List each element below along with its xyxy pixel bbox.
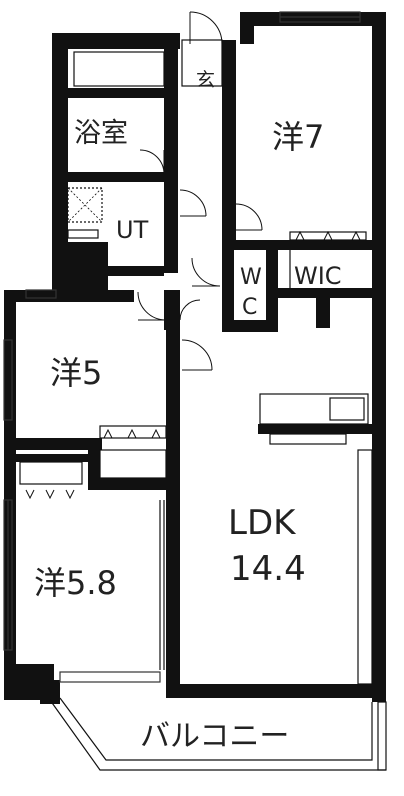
room-label-wc-bottom: C bbox=[242, 295, 257, 320]
room-label-bath: 浴室 bbox=[74, 118, 128, 149]
room-label-utility: UT bbox=[116, 216, 149, 244]
room-label-ldk: LDK bbox=[228, 503, 297, 543]
closet-marks bbox=[25, 230, 361, 500]
room-label-western-5-8: 洋5.8 bbox=[34, 564, 117, 602]
room-label-wic: WIC bbox=[294, 262, 342, 290]
room-label-ldk-size: 14.4 bbox=[230, 549, 306, 589]
room-label-western-7: 洋7 bbox=[272, 118, 324, 156]
balcony bbox=[49, 697, 387, 771]
room-label-wc-top: W bbox=[240, 265, 262, 290]
room-label-western-5: 洋5 bbox=[50, 354, 102, 392]
outer-walls bbox=[4, 12, 386, 704]
fixtures bbox=[19, 39, 373, 685]
windows bbox=[3, 11, 361, 683]
room-label-entrance: 玄 bbox=[196, 69, 215, 91]
doors bbox=[137, 11, 263, 371]
interior-walls bbox=[16, 33, 372, 690]
room-label-balcony: バルコニー bbox=[140, 719, 289, 754]
